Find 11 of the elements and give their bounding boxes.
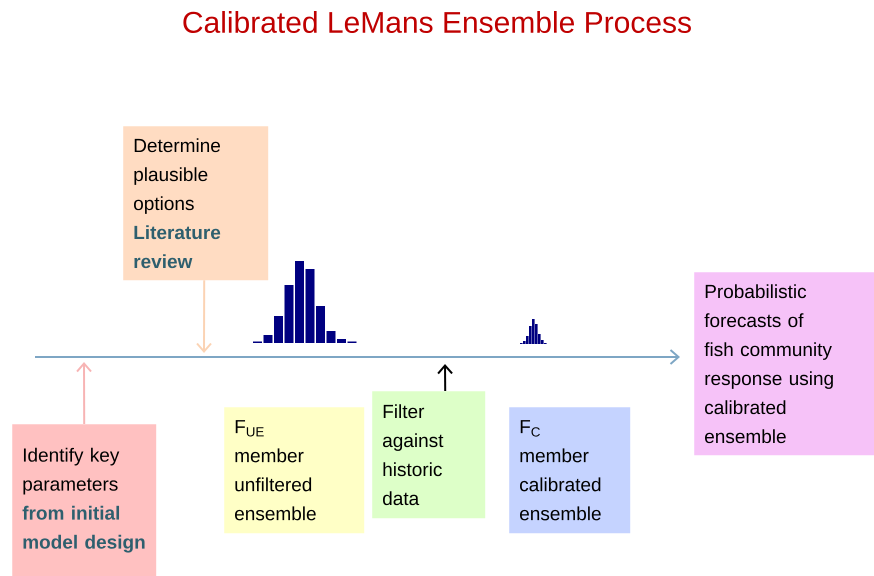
process-box: Probabilistic forecasts of fish community response using calibrated ensemble <box>694 272 874 456</box>
process-box: Filter against historic data <box>372 391 486 518</box>
process-box: F$_{UE}$ member unfiltered ensemble <box>224 407 364 534</box>
arrow <box>196 280 212 353</box>
process-box: Identify key parameters from initial model design <box>12 424 156 576</box>
process-box: Determine plausible options Literature review <box>123 126 268 280</box>
arrow <box>76 362 92 424</box>
arrow <box>35 349 680 365</box>
title: Calibrated LeMans Ensemble Process <box>183 11 691 34</box>
process-box: F$_{C}$ member calibrated ensemble <box>509 407 630 534</box>
arrow <box>437 364 453 392</box>
